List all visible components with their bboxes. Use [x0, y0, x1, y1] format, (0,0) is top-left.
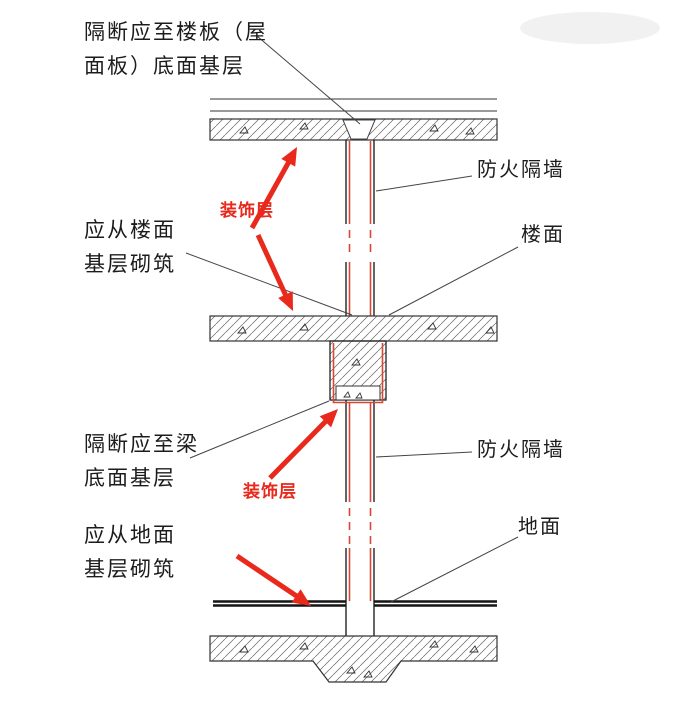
leader-floor-surface [388, 246, 519, 316]
leader-lines [185, 35, 519, 603]
label-floor-surface: 楼面 [521, 224, 565, 246]
leader-ground-surface [390, 536, 519, 603]
note-partition-to-slab-line2: 面板）底面基层 [84, 55, 245, 78]
arrow-decor-lower-shaft [268, 418, 329, 480]
label-decor-layer-lower: 装饰层 [243, 482, 297, 501]
ceiling-lines [210, 98, 497, 112]
leader-build-floor [185, 252, 353, 316]
note-build-from-ground-line2: 基层砌筑 [84, 558, 176, 581]
arrow-build-ground-shaft [235, 553, 300, 600]
note-build-from-floor: 应从楼面 基层砌筑 [84, 214, 176, 282]
arrow-decor-upper-up-shaft [249, 156, 294, 230]
leader-beam-note [189, 400, 330, 459]
lower-wall [345, 400, 375, 636]
leader-top-note [256, 35, 361, 125]
note-partition-to-beam-line1: 隔断应至梁 [84, 433, 199, 456]
ground-finish-line [213, 600, 497, 607]
decor-layer-upper-line [348, 141, 372, 316]
note-build-from-floor-line2: 基层砌筑 [84, 253, 176, 276]
beam-soffit-base-layer [335, 385, 381, 401]
arrow-decor-upper-down-head [278, 291, 293, 311]
note-partition-to-slab: 隔断应至楼板（屋 面板）底面基层 [84, 16, 268, 84]
slab-soffit-wedge [342, 119, 376, 140]
middle-slab [209, 315, 498, 342]
aggregate-marks [237, 122, 495, 678]
note-build-from-floor-line1: 应从楼面 [84, 219, 176, 242]
beam [329, 340, 387, 401]
upper-wall [345, 140, 375, 316]
label-fire-wall-upper: 防火隔墙 [477, 159, 565, 181]
arrow-decor-lower-head [319, 409, 338, 428]
top-slab [209, 118, 498, 141]
arrow-build-ground-head [291, 589, 311, 606]
label-ground-surface: 地面 [518, 516, 562, 538]
note-partition-to-beam-line2: 底面基层 [84, 467, 176, 490]
red-arrows [235, 147, 338, 606]
leader-firewall-lower [375, 451, 473, 458]
bottom-slab [209, 635, 498, 683]
decor-layer-lower-line [332, 343, 384, 601]
arrow-decor-upper-down-shaft [255, 233, 289, 298]
note-partition-to-slab-line1: 隔断应至楼板（屋 [84, 21, 268, 44]
note-build-from-ground-line1: 应从地面 [84, 524, 176, 547]
scan-smudge [520, 12, 660, 44]
leader-firewall-upper [375, 175, 473, 192]
label-fire-wall-lower: 防火隔墙 [477, 439, 565, 461]
note-build-from-ground: 应从地面 基层砌筑 [84, 519, 176, 587]
arrow-decor-upper-up-head [281, 147, 297, 167]
note-partition-to-beam: 隔断应至梁 底面基层 [84, 428, 199, 496]
label-decor-layer-upper: 装饰层 [220, 201, 274, 220]
